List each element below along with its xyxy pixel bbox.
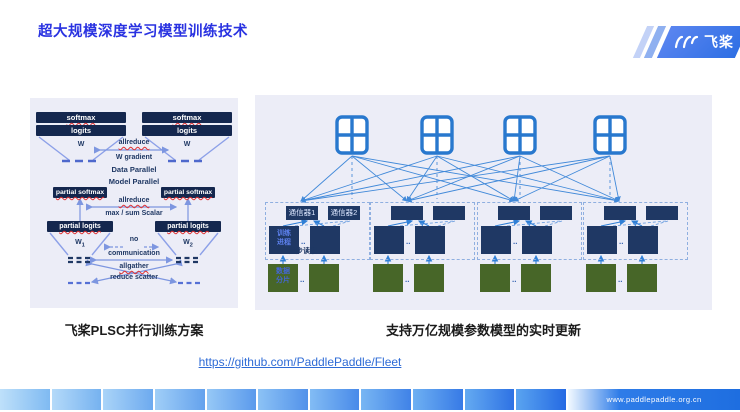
model-parallel-label: Model Parallel [108,177,160,186]
weight-label: W [77,141,85,148]
footer-stripe [516,389,567,410]
trainer-group: .. [583,202,688,260]
footer-url: www.paddlepaddle.org.cn [568,389,740,410]
footer-stripe [103,389,153,410]
partial-softmax-bar: partial softmax [161,187,215,198]
communicator-bar [540,206,572,220]
server-grid-icon [420,115,454,155]
reduce-scatter-label: reduce scatter [110,274,158,281]
communicator-bar [498,206,530,220]
trainer-process-box: 训练进程 [269,226,299,254]
footer-stripe [206,389,257,410]
logo-face: 飞桨 [664,26,740,58]
weight-label: W [183,141,191,148]
server-grid-icon [593,115,627,155]
ellipsis: .. [512,275,517,284]
communicator-bar [646,206,678,220]
communicator2-bar: 通信器2 [328,206,360,220]
data-shard-box [373,264,403,292]
trainer-process-box [522,226,552,254]
github-fleet-link[interactable]: https://github.com/PaddlePaddle/Fleet [198,355,402,369]
footer-stripe [464,389,515,410]
data-shard-box [627,264,657,292]
ellipsis: .. [513,237,518,246]
data-shard-box [521,264,551,292]
communicator-bar [391,206,423,220]
no-label: no [129,236,139,243]
trainer-process-box [587,226,617,254]
weight-2-label: W2 [183,239,193,249]
communicator-bar [604,206,636,220]
ellipsis: .. [619,237,624,246]
partial-softmax-bar: partial softmax [53,187,107,198]
trainer-process-box [415,226,445,254]
footer-stripe [258,389,308,410]
page-title: 超大规模深度学习模型训练技术 [38,24,248,40]
logits-bar: logits [36,125,126,136]
data-shard-box [586,264,616,292]
footer-stripe [361,389,412,410]
plsc-diagram-panel: softmax softmax logits logits W W allred… [30,98,238,308]
footer-bar: www.paddlepaddle.org.cn [0,389,740,410]
allreduce-label: allreduce [118,139,150,146]
footer-stripe [154,389,205,410]
allgather-label: allgather [119,263,149,270]
footer-stripe [309,389,360,410]
server-grid-icon [503,115,537,155]
trainer-process-box [481,226,511,254]
data-parallel-label: Data Parallel [111,165,157,174]
paddle-logo-glyph [674,35,699,49]
fan-connection-lines [279,155,669,264]
plsc-connection-lines [38,136,230,285]
max-sum-scalar-label: max / sum Scalar [105,210,163,217]
logits-bar: logits [142,125,232,136]
right-diagram-caption: 支持万亿规模参数模型的实时更新 [385,323,581,338]
left-diagram-caption: 飞桨PLSC并行训练方案 [64,323,204,338]
ellipsis: .. [300,275,305,284]
partial-logits-bar: partial logits [155,221,221,232]
data-shard-box: 数据分片 [268,264,298,292]
trainer-process-box [374,226,404,254]
communicator1-bar: 通信器1 [286,206,318,220]
server-grid-icon [335,115,369,155]
distributed-training-panel: 通信器1 通信器2 训练进程 .. .. .. .. 异 [255,95,712,310]
softmax-bar: softmax [142,112,232,123]
data-shard-box [309,264,339,292]
weight-1-label: W1 [75,239,85,249]
paddlepaddle-logo: 飞桨 [628,24,740,60]
w-gradient-label: W gradient [115,154,153,161]
data-shard-box [480,264,510,292]
data-shard-box [414,264,444,292]
communication-label: communication [108,250,160,257]
footer-stripe [0,389,50,410]
ellipsis: .. [618,275,623,284]
trainer-group: .. [370,202,475,260]
trainer-process-box [628,226,658,254]
partial-logits-bar: partial logits [47,221,113,232]
allreduce-label: allreduce [118,197,150,204]
trainer-process-box [310,226,340,254]
ellipsis: .. [406,237,411,246]
ellipsis: .. [405,275,410,284]
footer-stripe [51,389,102,410]
softmax-bar: softmax [36,112,126,123]
ellipsis: .. [301,237,306,246]
trainer-group: .. [477,202,582,260]
trainer-group: 通信器1 通信器2 训练进程 .. [265,202,370,260]
footer-stripe [413,389,463,410]
async-read-label: 异步读取 [289,248,317,255]
logo-text: 飞桨 [704,34,734,50]
communicator-bar [433,206,465,220]
